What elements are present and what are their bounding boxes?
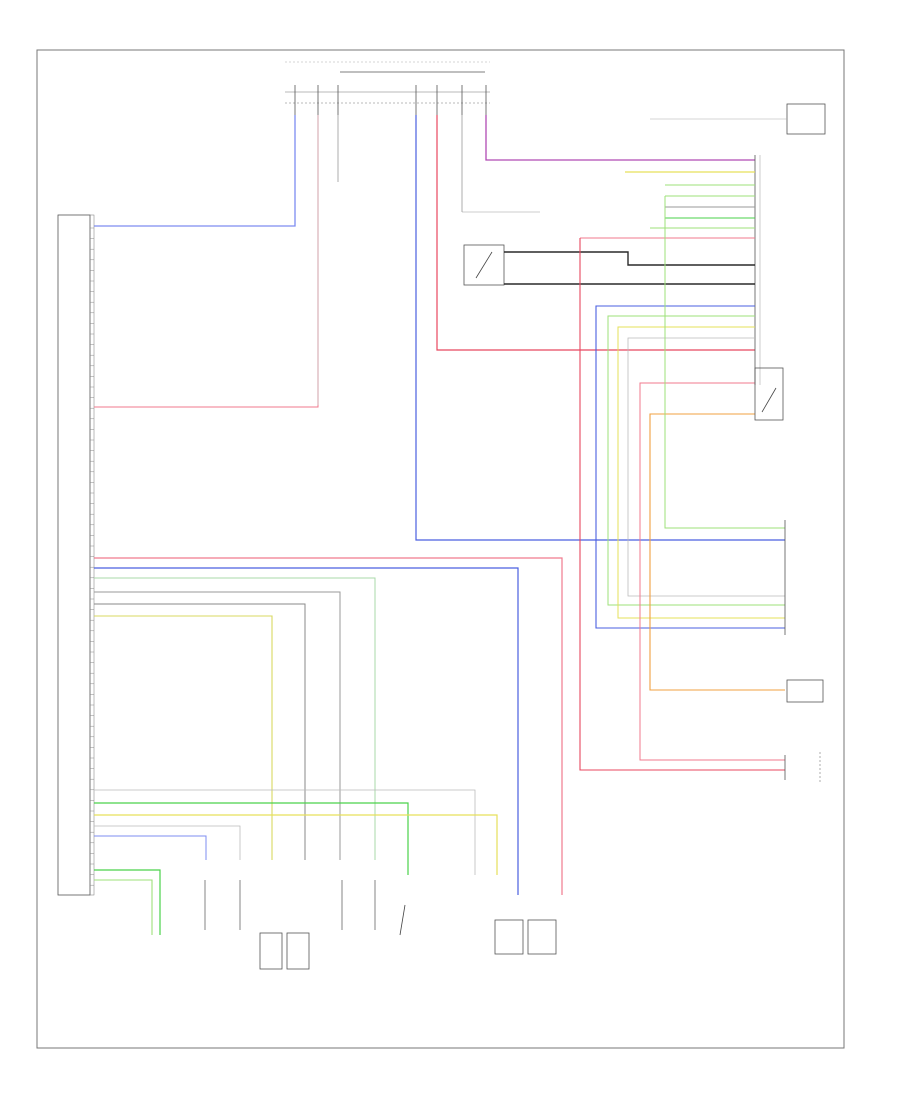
wire-green-bottom-1 (94, 802, 409, 875)
upper-right-component (786, 103, 826, 135)
wire-yellow-right-2 (617, 326, 785, 619)
right-component-4 (786, 679, 824, 703)
wire-blue-right-2 (595, 305, 785, 629)
wire-gray-mod-2 (94, 591, 341, 860)
wire-blue-long (415, 115, 785, 541)
wire-yellow-mod-1 (94, 615, 273, 860)
wire-blue-mod-1 (94, 567, 519, 895)
wire-orange-right (649, 413, 785, 691)
wire-gray-mod-3 (94, 603, 306, 860)
right-connector-1 (754, 155, 761, 385)
wire-blue-top (94, 115, 296, 227)
wire-gray-bottom-2 (94, 825, 241, 860)
control-module-body (57, 214, 91, 896)
wire-black-1 (504, 251, 755, 266)
module-pin-list (90, 227, 94, 886)
top-connector (285, 61, 490, 115)
wire-pink-right (639, 382, 785, 761)
bottom-solenoid-2 (286, 932, 310, 970)
wire-green-right-4 (607, 315, 785, 606)
switch-component (463, 244, 505, 286)
wire-lightgreen-bottom (94, 879, 153, 935)
right-switch-component (754, 367, 784, 421)
bottom-sensor-2 (527, 919, 557, 955)
wire-red-module-mid (94, 115, 319, 408)
wire-gray-bottom-1 (94, 789, 476, 875)
diagram-frame (36, 49, 845, 1049)
bottom-sensor-1 (494, 919, 524, 955)
wire-red-right-long (579, 238, 785, 771)
wire-gray-right-2 (627, 337, 785, 597)
wire-pink-mod-1 (94, 557, 563, 895)
bottom-components (204, 880, 557, 970)
control-module (57, 214, 95, 896)
wire-red-top-right (436, 115, 755, 351)
wire-green-bottom-2 (94, 869, 161, 935)
wire-gray-mod-1 (94, 577, 376, 860)
wire-purple (485, 115, 755, 161)
wire-yellow-bottom-1 (94, 814, 498, 875)
wire-blue-bottom-1 (94, 835, 207, 860)
wire-green-lower (664, 196, 785, 529)
bottom-solenoid-1 (259, 932, 283, 970)
